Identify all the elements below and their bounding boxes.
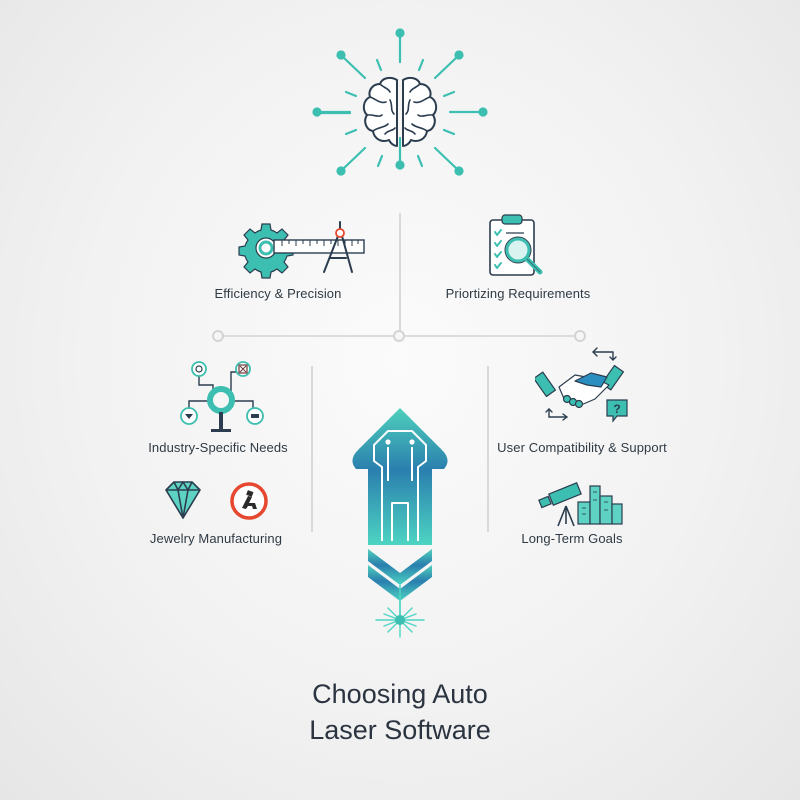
long-term-goals-item: [538, 478, 638, 528]
divider-left: [311, 366, 313, 532]
user-compatibility-label: User Compatibility & Support: [497, 440, 667, 455]
connector-vertical-top: [399, 213, 401, 333]
efficiency-precision-label: Efficiency & Precision: [214, 286, 342, 301]
prioritizing-requirements-item: [486, 212, 556, 280]
hub-node-right: [574, 330, 586, 342]
brain-burst: [300, 0, 500, 200]
page-title-line-1: Choosing Auto: [312, 679, 488, 709]
user-compatibility-item: ?: [533, 345, 635, 427]
divider-right: [487, 366, 489, 532]
industry-network-icon: [180, 361, 264, 432]
hub-node-left: [212, 330, 224, 342]
prioritizing-requirements-label: Priortizing Requirements: [445, 286, 591, 301]
circuit-arrow-laser-icon: [352, 408, 448, 638]
svg-text:?: ?: [613, 402, 620, 416]
gear-ruler-compass-icon: [238, 221, 365, 279]
industry-specific-label: Industry-Specific Needs: [148, 440, 288, 455]
jewelry-manufacturing-label: Jewelry Manufacturing: [149, 531, 283, 546]
diamond-icon: [165, 481, 201, 519]
page-title-line-2: Laser Software: [309, 715, 491, 745]
efficiency-precision-item: [236, 218, 366, 280]
hub-node-center: [393, 330, 405, 342]
center-arrow: [340, 405, 460, 645]
handshake-icon: ?: [533, 347, 628, 423]
jewelry-manufacturing-item: [158, 478, 278, 523]
long-term-goals-label: Long-Term Goals: [521, 531, 623, 546]
clipboard-magnifier-icon: [489, 214, 543, 276]
telescope-city-icon: [538, 482, 623, 527]
no-machinery-icon: [230, 482, 268, 520]
industry-specific-item: [165, 358, 280, 438]
brain-icon: [312, 28, 488, 176]
